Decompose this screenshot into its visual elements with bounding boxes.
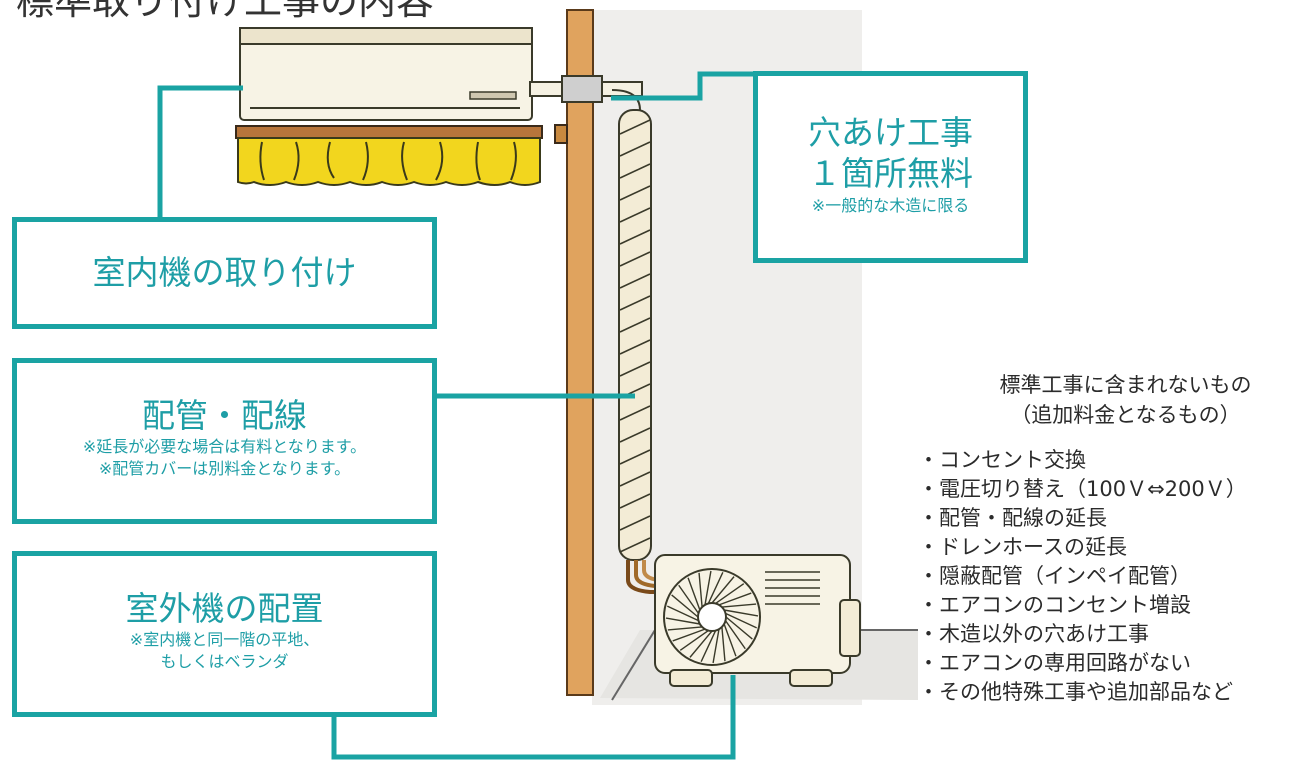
excluded-heading-1: 標準工事に含まれないもの (999, 373, 1252, 397)
hole-drilling-title-1: 穴あけ工事 (808, 113, 973, 152)
tape-wrap-line (619, 207, 651, 223)
tape-wrap-line (619, 405, 651, 421)
tape-wrap-line (619, 185, 651, 201)
fan-spoke (711, 576, 735, 604)
piping-note-2: ※配管カバーは別料金となります。 (98, 458, 351, 478)
outdoor-unit-note-1: ※室内機と同一階の平地、 (129, 630, 320, 650)
curtain (237, 137, 541, 186)
tape-wrap-line (619, 471, 651, 487)
wrapped-piping (618, 109, 652, 561)
outdoor-unit-cover (839, 599, 861, 657)
tape-wrap-line (619, 317, 651, 333)
tape-wrap-line (619, 493, 651, 509)
excluded-item: ・ドレンホースの延長 (918, 535, 1127, 559)
outdoor-unit-note-2: もしくはベランダ (160, 651, 289, 671)
tape-wrap-line (619, 229, 651, 245)
fan-spokes (665, 570, 759, 664)
fan-spoke (725, 612, 757, 629)
fan-spoke (679, 629, 709, 651)
tape-wrap-line (619, 427, 651, 443)
piping-box: 配管・配線 ※延長が必要な場合は有料となります。 ※配管カバーは別料金となります… (12, 358, 437, 524)
ground-edge (611, 629, 656, 701)
fan-spoke (672, 628, 706, 642)
hole-drilling-title-2: １箇所無料 (808, 154, 973, 194)
fan-spoke (667, 605, 699, 622)
excluded-item: ・隠蔽配管（インペイ配管） (918, 564, 1191, 588)
fan-spoke (689, 630, 713, 658)
fan-spoke (700, 630, 717, 662)
piping-note-1: ※延長が必要な場合は有料となります。 (82, 437, 367, 457)
fan-spoke (687, 577, 701, 611)
excluded-item: ・コンセント交換 (918, 448, 1086, 472)
connector-hole (611, 71, 758, 101)
fan-spoke (712, 629, 720, 664)
fan-spoke (718, 592, 752, 606)
excluded-item: ・エアコンのコンセント増設 (918, 593, 1191, 617)
indoor-unit-display (469, 91, 517, 100)
curtain-folds (259, 141, 517, 181)
fan-spoke (665, 617, 700, 625)
outdoor-unit-vents (765, 571, 820, 605)
tape-wrap-line (619, 339, 651, 355)
fan-spoke (715, 583, 745, 605)
tape-wrap-line (619, 515, 651, 531)
excluded-item: ・配管・配線の延長 (918, 506, 1107, 530)
pipe-end-1 (626, 560, 665, 594)
excluded-item: ・電圧切り替え（100Ｖ⇔200Ｖ） (918, 477, 1247, 501)
connector-outdoor (331, 675, 736, 760)
excluded-work-panel: 標準工事に含まれないもの （追加料金となるもの） ・コンセント交換 ・電圧切り替… (918, 370, 1313, 707)
excluded-item: ・エアコンの専用回路がない (918, 651, 1191, 675)
excluded-list: ・コンセント交換 ・電圧切り替え（100Ｖ⇔200Ｖ） ・配管・配線の延長 ・ド… (918, 446, 1313, 707)
indoor-unit-title: 室内機の取り付け (92, 253, 357, 292)
fan-spoke (704, 570, 712, 605)
indoor-unit-top (239, 27, 533, 45)
fan-spoke (671, 594, 699, 618)
excluded-item: ・その他特殊工事や追加部品など (918, 680, 1233, 704)
tape-wrap-line (619, 141, 651, 157)
fan-spoke (707, 572, 724, 604)
fan-spoke (723, 623, 737, 657)
hole-drilling-note: ※一般的な木造に限る (811, 195, 970, 215)
wall-sleeve (561, 75, 603, 103)
tape-wrap-line (619, 295, 651, 311)
tape-wrap-line (619, 361, 651, 377)
page-title: 標準取り付け工事の内容 (16, 0, 435, 23)
outdoor-unit-box: 室外機の配置 ※室内機と同一階の平地、 もしくはベランダ (12, 551, 437, 717)
fan-spoke (721, 626, 726, 662)
connector-indoor (157, 85, 243, 225)
hole-drilling-box: 穴あけ工事 １箇所無料 ※一般的な木造に限る (753, 71, 1028, 263)
wooden-pillar (566, 9, 594, 696)
fan-spoke (698, 572, 703, 608)
tape-wrap-line (619, 251, 651, 267)
outdoor-foot-right (789, 669, 833, 687)
tape-wrap-line (619, 537, 651, 553)
fan-spoke (725, 616, 753, 640)
fan-spoke (724, 620, 746, 650)
tape-wrap-line (619, 273, 651, 289)
fan-spoke (667, 626, 703, 631)
fan-spoke (721, 603, 757, 608)
excluded-item: ・木造以外の穴あけ工事 (918, 622, 1149, 646)
tape-wrap-line (619, 119, 651, 135)
fan-spoke (724, 609, 759, 617)
outdoor-foot-left (669, 669, 713, 687)
indoor-unit-box: 室内機の取り付け (12, 217, 437, 329)
tape-wrap-line (619, 449, 651, 465)
excluded-heading-2: （追加料金となるもの） (1010, 403, 1241, 427)
fan-spoke (678, 584, 700, 614)
pillar-bracket (554, 124, 568, 144)
curtain-rail (235, 125, 543, 139)
piping-title: 配管・配線 (142, 396, 307, 435)
tape-wrap-line (619, 163, 651, 179)
fan-hub (697, 602, 727, 632)
outdoor-unit-title: 室外機の配置 (125, 589, 324, 628)
